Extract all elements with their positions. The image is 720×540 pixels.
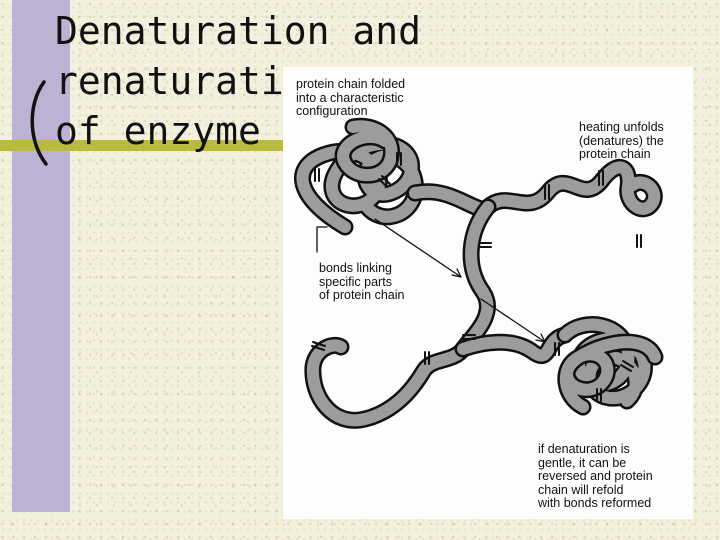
folded-protein-chain — [294, 117, 424, 236]
label-folded-configuration: protein chain folded into a characterist… — [296, 77, 406, 118]
label-heating-denatures: heating unfolds (denatures) the protein … — [579, 120, 664, 161]
refolded-protein-chain — [556, 316, 664, 416]
bond-markers — [311, 152, 642, 402]
accent-line — [0, 140, 290, 151]
protein-folding-diagram: protein chain folded into a characterist… — [283, 67, 693, 519]
label-bonds-linking: bonds linking specific parts of protein … — [319, 261, 405, 302]
process-arrows — [316, 218, 546, 343]
unfolded-protein-chain — [304, 159, 663, 429]
diagram-illustration — [294, 117, 664, 429]
bracket-decoration — [30, 80, 48, 166]
label-renaturation-note: if denaturation is gentle, it can be rev… — [538, 442, 653, 510]
